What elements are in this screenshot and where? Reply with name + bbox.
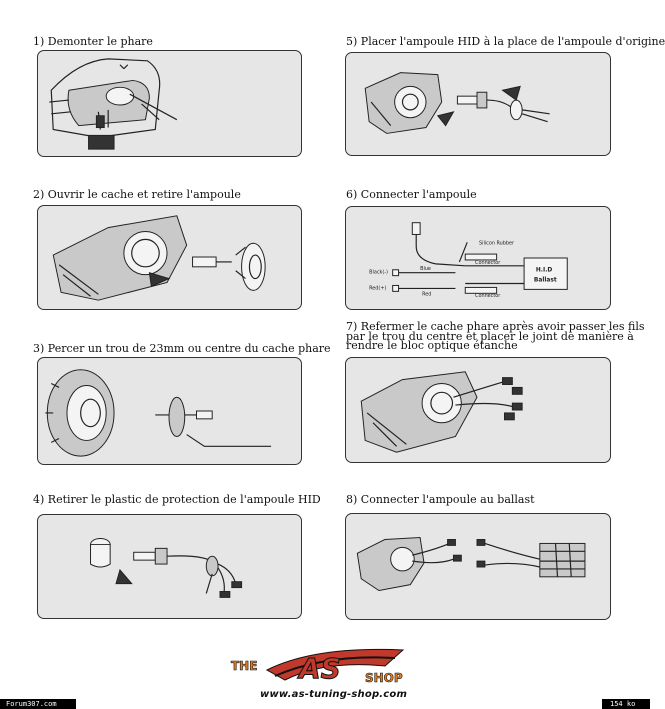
label-connector-top: Connector (475, 260, 501, 266)
logo-as: AS (297, 652, 341, 685)
shop-url: www.as-tuning-shop.com (260, 689, 408, 700)
as-shop-logo: THE AS SHOP (231, 648, 405, 686)
footer-file-size: 154 ko (602, 699, 650, 709)
hid-bulb-protection-drawing (90, 538, 243, 598)
label-connector-bottom: Connector (475, 293, 501, 299)
label-red: Red(+) (369, 285, 386, 291)
label-black: Black(-) (369, 270, 388, 276)
logo-the: THE (231, 659, 257, 673)
step-7-illustration (345, 357, 611, 463)
drill-cover-drawing (45, 369, 272, 457)
place-hid-bulb-drawing (364, 72, 550, 134)
label-red-wire: Red (422, 291, 431, 297)
step-1-title: 1) Demonter le phare (33, 35, 153, 48)
label-ballast: Ballast (534, 278, 557, 284)
step-5-title: 5) Placer l'ampoule HID à la place de l'… (346, 35, 665, 48)
step-6-illustration: Silicon Rubber Connector Connector H.I.D… (345, 206, 611, 310)
step-3-title: 3) Percer un trou de 23mm ou centre du c… (33, 342, 331, 355)
step-4-title: 4) Retirer le plastic de protection de l… (33, 493, 321, 506)
logo-shop: SHOP (365, 671, 403, 685)
step-8-title: 8) Connecter l'ampoule au ballast (346, 493, 535, 506)
label-ballast-hid: H.I.D (536, 268, 553, 274)
step-1-illustration (37, 50, 302, 157)
step-4-illustration (37, 514, 302, 619)
step-6-title: 6) Connecter l'ampoule (346, 188, 477, 201)
connect-ballast-drawing (356, 537, 586, 592)
headlight-removal-drawing (49, 58, 178, 150)
step-3-illustration (37, 357, 302, 465)
bulb-removal-drawing (52, 215, 266, 301)
step-7-title: 7) Refermer le cache phare après avoir p… (346, 320, 645, 352)
step-2-illustration (37, 205, 302, 310)
wiring-diagram: Silicon Rubber Connector Connector H.I.D… (369, 222, 568, 299)
step-2-title: 2) Ouvrir le cache et retire l'ampoule (33, 188, 241, 201)
step-8-illustration (345, 513, 611, 620)
label-silicon-rubber: Silicon Rubber (479, 240, 515, 246)
step-5-illustration (345, 52, 611, 156)
footer-forum-label: Forum307.com (0, 699, 76, 709)
label-blue-wire: Blue (420, 266, 431, 272)
close-cover-drawing (360, 371, 523, 453)
